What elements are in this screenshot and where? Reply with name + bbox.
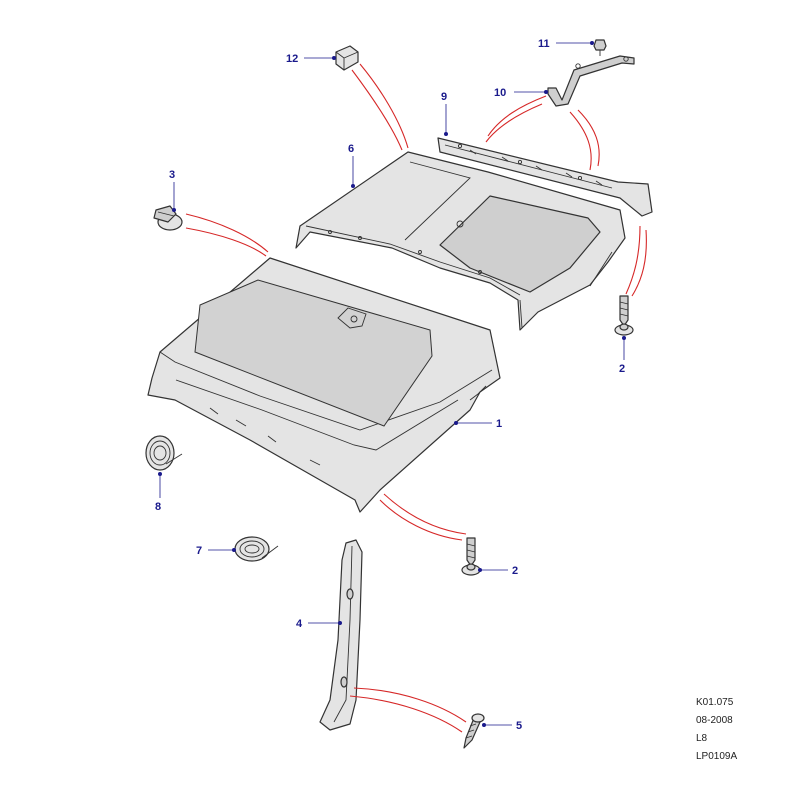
callout-12: 12 (286, 53, 298, 65)
callout-2-upper: 2 (619, 363, 625, 375)
clip-block (335, 45, 359, 71)
callout-2-lower: 2 (512, 565, 518, 577)
push-clip (153, 205, 183, 231)
reference-code: K01.075 (696, 697, 734, 708)
callout-labels: 1 2 2 3 4 5 6 7 8 9 10 11 12 (155, 38, 625, 732)
rear-rail (437, 137, 653, 217)
callout-3: 3 (169, 169, 175, 181)
callout-5: 5 (516, 720, 522, 732)
callout-11: 11 (538, 38, 550, 50)
tape-roll-7 (234, 536, 279, 562)
rear-headlining-panel (295, 151, 626, 331)
screw-upper (614, 295, 634, 336)
pillar-trim (319, 539, 363, 731)
screw-long (463, 713, 485, 749)
reference-part-number: LP0109A (696, 751, 737, 762)
callout-leaders (158, 41, 626, 727)
callout-7: 7 (196, 545, 202, 557)
screw-11 (593, 39, 607, 56)
callout-1: 1 (496, 418, 502, 430)
reference-date: 08-2008 (696, 715, 733, 726)
callout-10: 10 (494, 87, 506, 99)
tape-roll-8 (145, 435, 183, 471)
headlining-panel (147, 257, 501, 513)
callout-9: 9 (441, 91, 447, 103)
screw-lower (461, 537, 481, 576)
callout-8: 8 (155, 501, 161, 513)
callout-6: 6 (348, 143, 354, 155)
relation-lines (185, 63, 647, 733)
callout-4: 4 (296, 618, 303, 630)
reference-block: K01.075 08-2008 L8 LP0109A (696, 697, 737, 762)
grab-handle (547, 55, 635, 107)
reference-model: L8 (696, 733, 708, 744)
